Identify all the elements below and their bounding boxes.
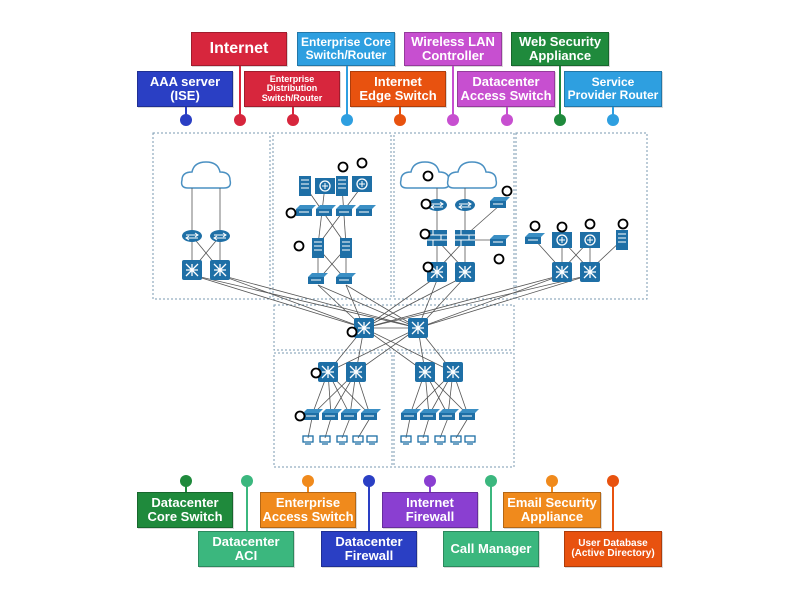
pin-dot[interactable]	[447, 114, 459, 126]
pin-dot[interactable]	[302, 475, 314, 487]
label-internet[interactable]: Internet	[191, 32, 287, 66]
label-enterprise-distribution[interactable]: Enterprise Distribution Switch/Router	[244, 71, 340, 107]
pin-line	[399, 107, 401, 119]
label-internet-firewall[interactable]: Internet Firewall	[382, 492, 478, 528]
pin-dot[interactable]	[234, 114, 246, 126]
pin-dot[interactable]	[546, 475, 558, 487]
pin-dot[interactable]	[607, 114, 619, 126]
zone-access-right	[400, 361, 480, 445]
label-datacenter-core[interactable]: Datacenter Core Switch	[137, 492, 233, 528]
pin-line	[506, 107, 508, 119]
zone-borders	[152, 132, 648, 468]
label-enterprise-core[interactable]: Enterprise Core Switch/Router	[297, 32, 395, 66]
pin-dot[interactable]	[485, 475, 497, 487]
pin-line	[246, 481, 248, 531]
label-service-provider[interactable]: Service Provider Router	[564, 71, 662, 107]
label-datacenter-aci[interactable]: Datacenter ACI	[198, 531, 294, 567]
pin-line	[292, 107, 294, 119]
pin-line	[612, 107, 614, 119]
pin-line	[185, 107, 187, 119]
pin-dot[interactable]	[287, 114, 299, 126]
label-internet-edge[interactable]: Internet Edge Switch	[350, 71, 446, 107]
pin-dot[interactable]	[501, 114, 513, 126]
zone-access-left	[294, 361, 382, 445]
zone-internet-edge	[180, 161, 232, 281]
label-datacenter-access[interactable]: Datacenter Access Switch	[457, 71, 555, 107]
zone-enterprise-services	[285, 157, 377, 285]
pin-line	[239, 66, 241, 119]
pin-dot[interactable]	[180, 475, 192, 487]
label-web-security[interactable]: Web Security Appliance	[511, 32, 609, 66]
pin-dot[interactable]	[394, 114, 406, 126]
label-datacenter-firewall[interactable]: Datacenter Firewall	[321, 531, 417, 567]
core-links	[191, 274, 591, 373]
pin-line	[452, 66, 454, 119]
pin-dot[interactable]	[607, 475, 619, 487]
pin-line	[490, 481, 492, 531]
pin-dot[interactable]	[180, 114, 192, 126]
label-wireless-lan[interactable]: Wireless LAN Controller	[404, 32, 502, 66]
label-enterprise-access[interactable]: Enterprise Access Switch	[260, 492, 356, 528]
pin-dot[interactable]	[554, 114, 566, 126]
pin-dot[interactable]	[363, 475, 375, 487]
zone-internet-datacenter	[399, 161, 513, 283]
pin-line	[346, 66, 348, 119]
label-call-manager[interactable]: Call Manager	[443, 531, 539, 567]
pin-dot[interactable]	[424, 475, 436, 487]
label-aaa-server[interactable]: AAA server (ISE)	[137, 71, 233, 107]
pin-line	[368, 481, 370, 531]
zone-datacenter-servers	[524, 218, 629, 283]
pin-dot[interactable]	[241, 475, 253, 487]
label-email-security[interactable]: Email Security Appliance	[503, 492, 601, 528]
pin-line	[559, 66, 561, 119]
pin-line	[612, 481, 614, 531]
pin-dot[interactable]	[341, 114, 353, 126]
label-user-database[interactable]: User Database (Active Directory)	[564, 531, 662, 567]
